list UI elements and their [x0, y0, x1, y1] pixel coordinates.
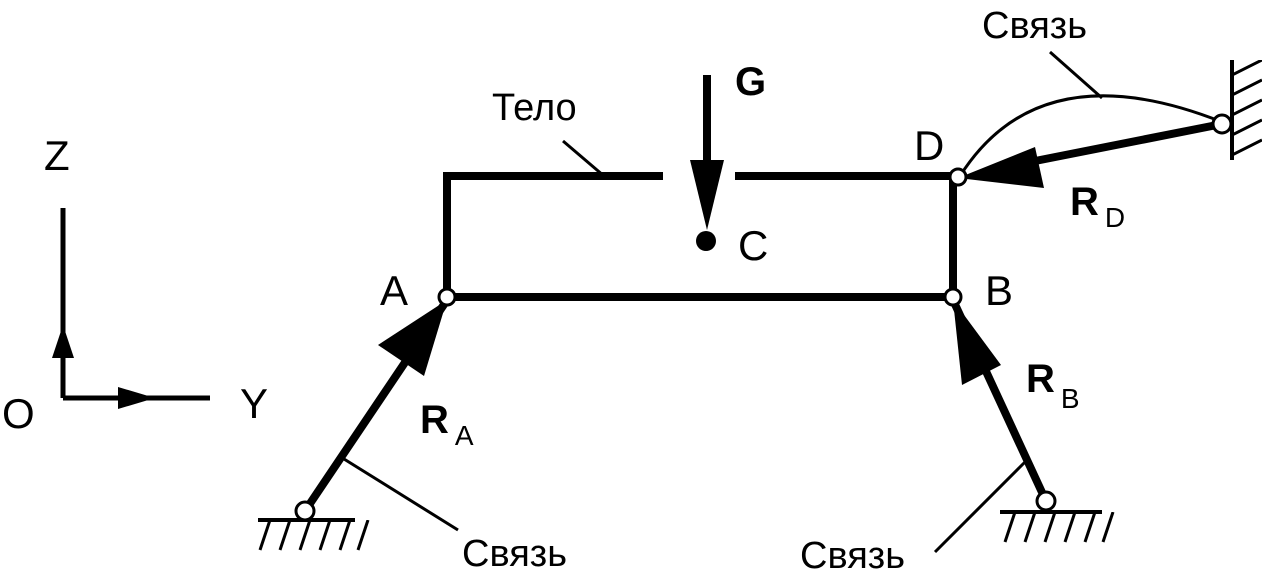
origin-label: O	[2, 390, 35, 437]
support-b-leader-line	[933, 460, 1027, 554]
z-axis-label: Z	[44, 132, 70, 179]
hinge-d	[948, 167, 968, 187]
point-a-label: A	[380, 267, 408, 314]
body-label: Тело	[492, 87, 577, 129]
weight-arrowhead	[690, 160, 724, 230]
support-a-pin	[294, 500, 316, 522]
support-b-pin	[1035, 490, 1057, 512]
center-of-mass-dot	[696, 231, 716, 251]
point-b-label: B	[985, 267, 1013, 314]
y-axis-label: Y	[240, 380, 268, 427]
rigid-body: Тело	[443, 87, 957, 301]
body-leader-line	[562, 139, 605, 178]
weight-label: G	[735, 60, 766, 104]
support-b-label: Связь	[800, 535, 905, 574]
support-b-hatching	[1003, 512, 1115, 543]
weight-force: G C	[690, 60, 768, 269]
support-a-label: Связь	[462, 533, 567, 574]
z-axis-arrowhead	[52, 325, 74, 358]
body-outline	[443, 172, 957, 301]
support-d-rod	[1029, 120, 1223, 166]
center-label: C	[738, 222, 768, 269]
hinge-b	[943, 287, 963, 307]
hinge-a	[437, 287, 457, 307]
support-a-leader-line	[343, 457, 459, 532]
support-d-connection-arc	[958, 94, 1223, 177]
coordinate-axes: Z O Y	[2, 132, 268, 437]
y-axis-arrowhead	[118, 387, 155, 409]
point-d-label: D	[914, 122, 944, 169]
reaction-b-arrowhead	[953, 300, 1001, 385]
reaction-d-arrowhead	[958, 147, 1044, 188]
reaction-a-arrowhead	[378, 300, 447, 376]
support-d-label: Связь	[982, 5, 1087, 47]
support-d-hatching	[1232, 60, 1262, 157]
support-d-leader-line	[1049, 50, 1103, 100]
support-a-hatching	[258, 520, 370, 551]
support-d-pin	[1211, 113, 1233, 135]
